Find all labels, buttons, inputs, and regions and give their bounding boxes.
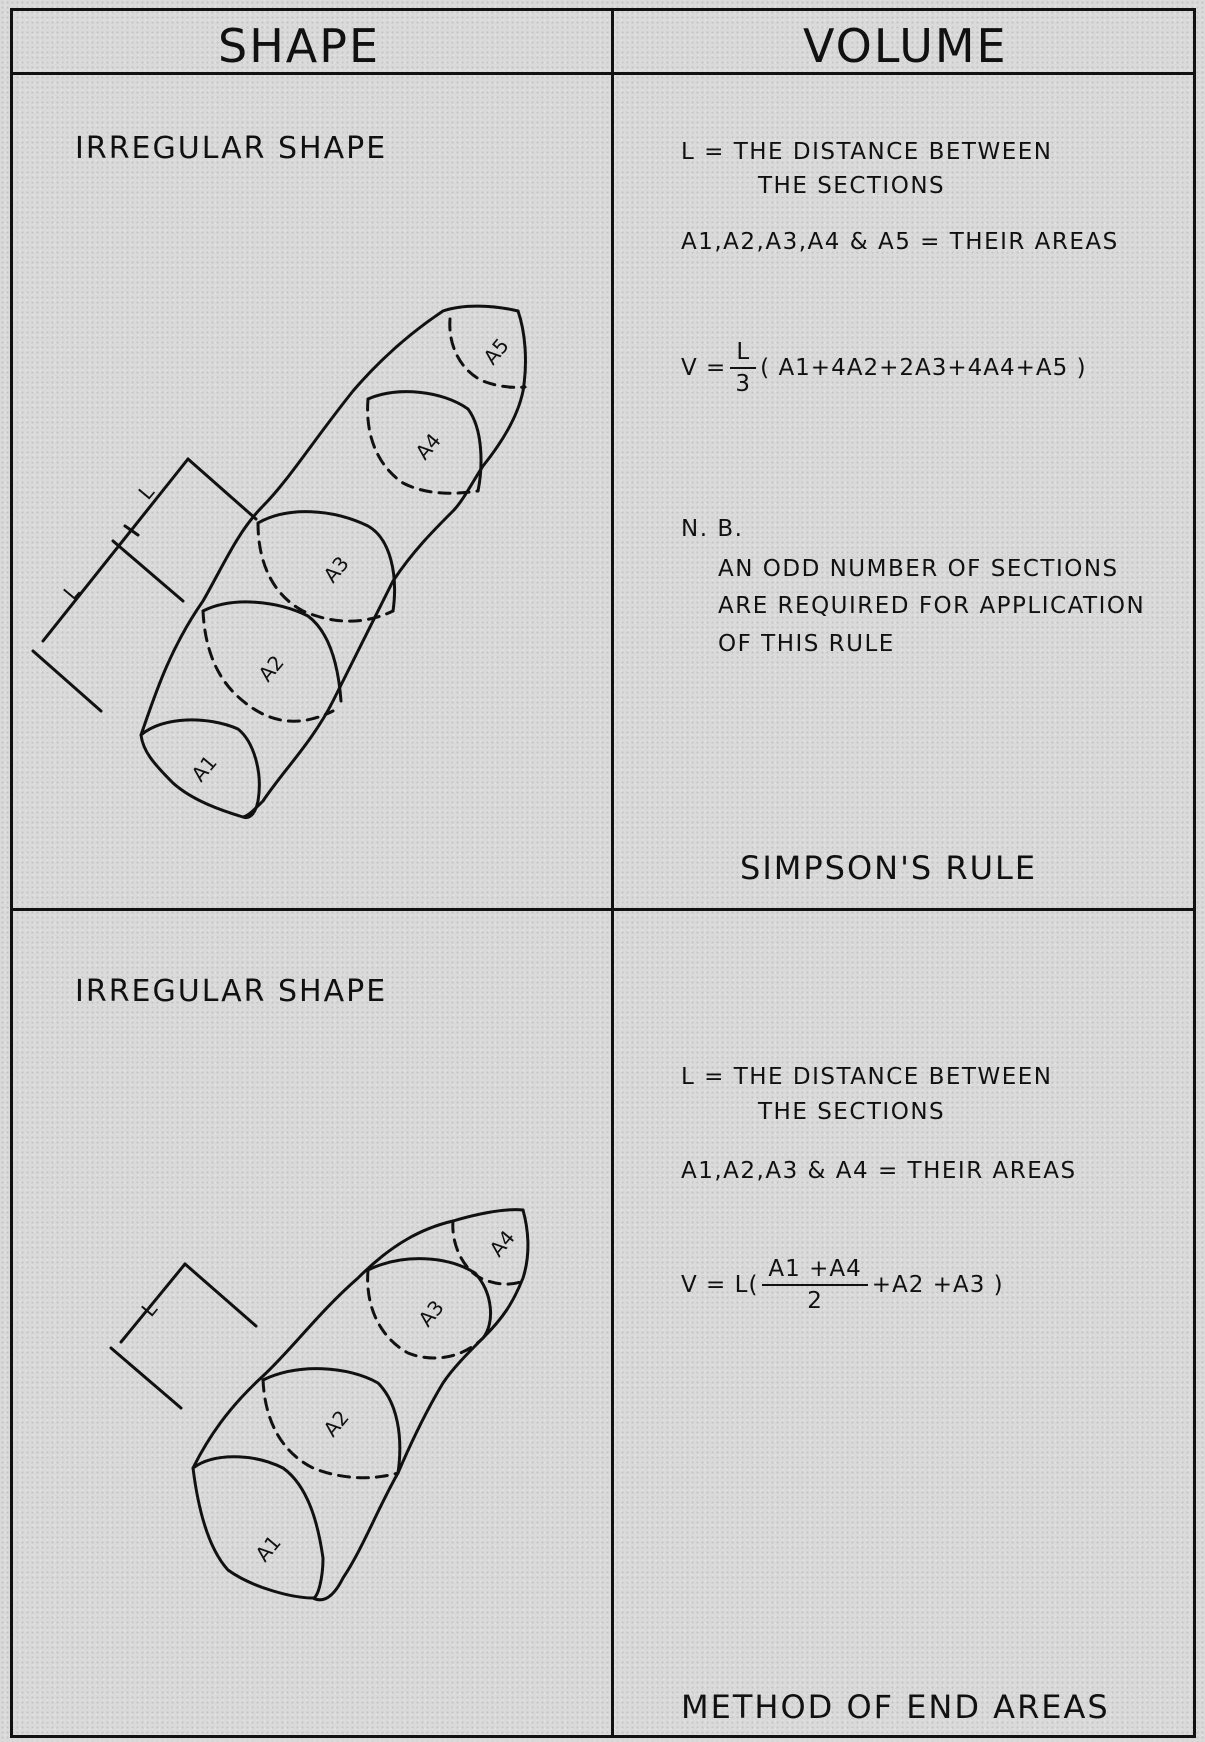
simpson-label-a3: A3: [318, 552, 353, 588]
simpson-section-a3-dashed: [256, 521, 395, 623]
end-areas-formula-fraction: A1 +A4 2: [762, 1256, 868, 1314]
comparison-table: SHAPE VOLUME IRREGULAR SHAPE L = THE DIS…: [10, 8, 1196, 1738]
end-areas-dimension-tick-1: [109, 1346, 183, 1410]
simpson-shape-outline-left: [139, 304, 520, 737]
simpson-formula-fraction: L 3: [730, 339, 757, 397]
end-areas-l-definition-line1: L = THE DISTANCE BETWEEN: [681, 1064, 1053, 1090]
simpson-formula-denominator: 3: [735, 371, 752, 397]
end-areas-label-a3: A3: [413, 1296, 448, 1332]
simpson-section-a1: [139, 718, 261, 820]
simpson-section-a4-solid: [366, 390, 483, 493]
simpson-dimension-tick-3: [186, 457, 258, 521]
simpson-dimension-tick-1: [31, 649, 103, 713]
end-areas-formula-denominator: 2: [807, 1288, 823, 1314]
simpson-nb-line3: OF THIS RULE: [718, 631, 895, 657]
simpson-section-a3-solid: [256, 510, 397, 613]
simpson-shape-title: IRREGULAR SHAPE: [75, 131, 388, 166]
simpson-formula: V = L 3 ( A1+4A2+2A3+4A4+A5 ): [681, 339, 1087, 397]
simpson-label-a5: A5: [478, 334, 513, 370]
simpson-l-definition-line1: L = THE DISTANCE BETWEEN: [681, 139, 1053, 165]
simpson-section-a4-dashed: [366, 397, 480, 495]
simpson-rule-name: SIMPSON'S RULE: [740, 849, 1038, 887]
end-areas-section-a3-dashed: [366, 1268, 485, 1360]
simpson-dimension-tick-2: [111, 539, 185, 603]
end-areas-shape-title: IRREGULAR SHAPE: [75, 974, 388, 1009]
simpson-areas-definition: A1,A2,A3,A4 & A5 = THEIR AREAS: [681, 229, 1119, 255]
shape-column-header: SHAPE: [218, 19, 381, 73]
end-areas-dimension-tick-2: [183, 1262, 258, 1328]
simpson-label-a2: A2: [253, 651, 288, 687]
simpson-section-a2-dashed: [201, 609, 335, 723]
simpson-formula-numerator: L: [730, 339, 757, 369]
simpson-nb-label: N. B.: [681, 516, 744, 542]
simpson-nb-line2: ARE REQUIRED FOR APPLICATION: [718, 593, 1146, 619]
end-areas-rule-name: METHOD OF END AREAS: [681, 1688, 1110, 1726]
end-areas-section-a1: [191, 1455, 325, 1600]
simpson-l-definition-line2: THE SECTIONS: [758, 173, 946, 199]
end-areas-formula-terms: +A2 +A3 ): [871, 1272, 1004, 1298]
column-divider: [611, 11, 614, 1735]
simpson-formula-prefix: V =: [681, 355, 727, 381]
end-areas-section-a2-solid: [261, 1367, 402, 1475]
simpson-label-a1: A1: [186, 751, 221, 787]
end-areas-shape-outline-left: [191, 1208, 525, 1470]
volume-column-header: VOLUME: [803, 19, 1008, 73]
end-areas-formula: V = L( A1 +A4 2 +A2 +A3 ): [681, 1256, 1004, 1314]
simpson-shape-outline-right: [241, 309, 527, 819]
end-areas-l-definition-line2: THE SECTIONS: [758, 1099, 946, 1125]
end-areas-label-a4: A4: [484, 1226, 519, 1262]
simpson-label-a4: A4: [410, 429, 445, 465]
header-divider: [13, 72, 1193, 75]
simpson-dimension-tick-4: [123, 524, 140, 537]
end-areas-label-a2: A2: [318, 1406, 353, 1442]
end-areas-dimension-line: [119, 1262, 187, 1344]
end-areas-shape-outline-right: [311, 1208, 530, 1602]
end-areas-section-a2-dashed: [261, 1378, 400, 1480]
end-areas-formula-numerator: A1 +A4: [762, 1256, 868, 1286]
end-areas-section-a4-dashed: [451, 1219, 527, 1286]
simpson-irregular-shape-drawing: L L A1 A2 A3 A4 A5: [31, 304, 527, 820]
row-divider: [13, 908, 1193, 911]
simpson-section-a2-solid: [201, 600, 343, 703]
end-areas-label-a1: A1: [250, 1531, 285, 1567]
simpson-section-a5-dashed: [448, 317, 527, 389]
simpson-nb-line1: AN ODD NUMBER OF SECTIONS: [718, 556, 1119, 582]
end-areas-formula-prefix: V = L(: [681, 1272, 759, 1298]
simpson-formula-terms: ( A1+4A2+2A3+4A4+A5 ): [760, 355, 1087, 381]
end-areas-irregular-shape-drawing: L A1 A2 A3 A4: [109, 1208, 530, 1602]
simpson-dimension-line: [41, 457, 190, 643]
end-areas-areas-definition: A1,A2,A3 & A4 = THEIR AREAS: [681, 1158, 1077, 1184]
